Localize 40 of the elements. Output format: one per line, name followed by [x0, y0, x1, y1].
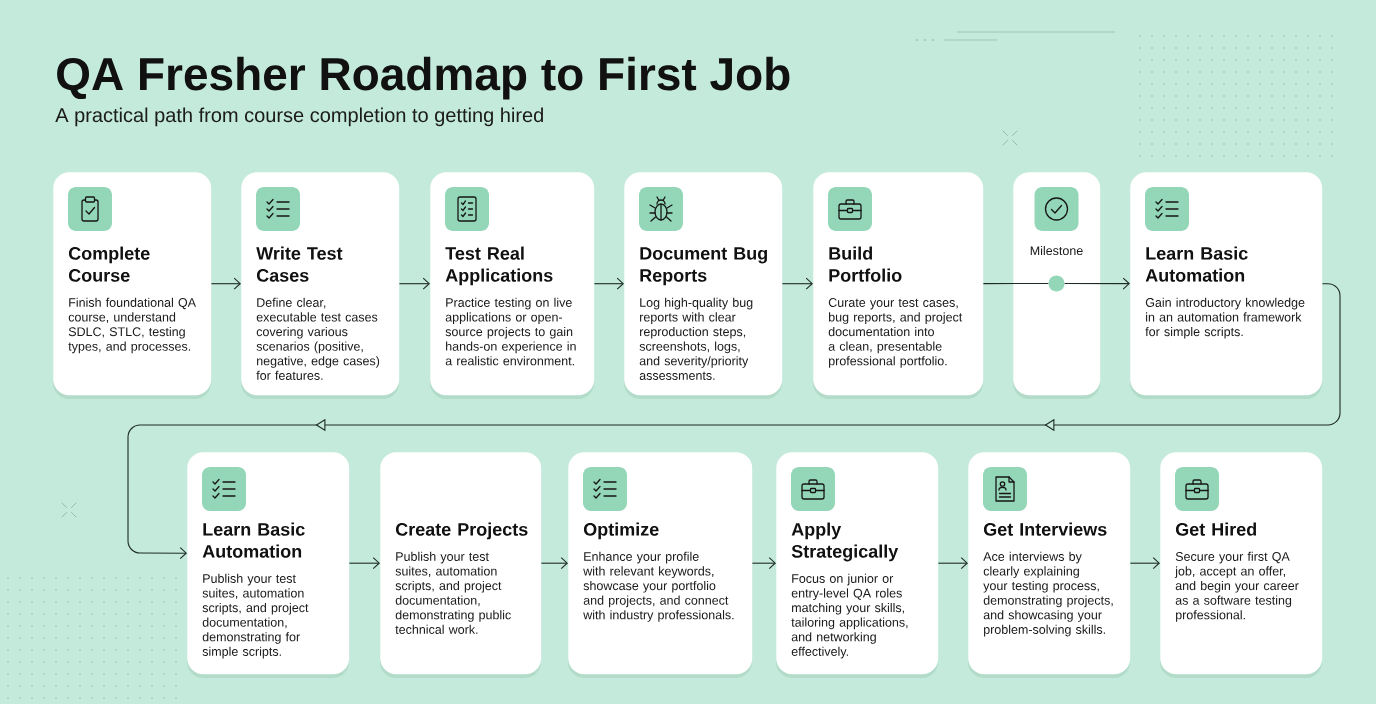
step-title: Complete Course: [68, 246, 150, 282]
arrow: [398, 277, 430, 290]
step-title: Learn Basic Automation: [202, 522, 305, 558]
step-title: Document Bug Reports: [640, 247, 767, 286]
arrow: [751, 557, 776, 570]
step-description: Publish your test suites, automation scripts, and project documentation, demonstrating for simple scripts.: [202, 573, 309, 659]
step-title: Optimize: [583, 522, 659, 540]
step-title: Get Hired: [1175, 522, 1257, 536]
step-title: Write Test Cases: [256, 246, 343, 282]
subtitle: A practical path from course completion to getting hired: [55, 107, 543, 127]
step-description: Publish your test suites, automation scripts, and project documentation, demonstrating public technical work.: [395, 551, 511, 634]
arrow: [210, 277, 241, 290]
step-title: Get Interviews: [983, 522, 1107, 536]
arrow: [781, 277, 813, 290]
step-title: Apply Strategically: [791, 522, 899, 562]
step-title: Learn Basic Automation: [1145, 246, 1248, 282]
milestone-dot: [1048, 275, 1065, 292]
arrow: [1129, 557, 1160, 570]
title: QA Fresher Roadmap to First Job: [57, 56, 790, 100]
arrow: [937, 557, 968, 570]
arrow: [127, 283, 1341, 560]
step-description: Secure your first QA job, accept an offer, and begin your career as a software testing professional.: [1174, 551, 1299, 622]
step-title: Build Portfolio: [829, 246, 902, 282]
step-description: Ace interviews by clearly explaining your testing process, demonstrating projects, and showcasing your problem-solving skills.: [983, 551, 1113, 637]
step-title: Test Real Applications: [445, 246, 553, 286]
arrow: [540, 557, 568, 570]
step-description: Practice testing on live applications or open-source projects to gain hands-on experience in a realistic environment.: [445, 297, 576, 366]
arrow: [1064, 277, 1130, 290]
connector-line: [982, 282, 1049, 285]
arrow: [348, 557, 380, 570]
step-description: Finish foundational QA course, understand SDLC, STLC, testing types, and processes.: [68, 297, 196, 354]
arrow: [593, 277, 624, 290]
step-description: Log high-quality bug reports with clear reproduction steps, screenshots, logs, and severity/priority assessments.: [639, 297, 753, 380]
step-description: Gain introductory knowledge in an automation framework for simple scripts.: [1145, 297, 1305, 339]
step-description: Focus on junior or entry-level QA roles matching your skills, tailoring applications, and networking effectively.: [791, 573, 908, 659]
step-description: Curate your test cases, bug reports, and project documentation into a clean, presentable professional portfolio.: [828, 298, 963, 368]
step-description: Enhance your profile with relevant keywords, showcase your portfolio and projects, and connect with industry professionals.: [583, 551, 734, 622]
step-title: Create Projects: [395, 522, 528, 540]
step-description: Define clear, executable test cases covering various scenarios (positive, negative, edge cases) for features.: [256, 297, 380, 380]
milestone-label: Milestone: [1030, 245, 1083, 256]
